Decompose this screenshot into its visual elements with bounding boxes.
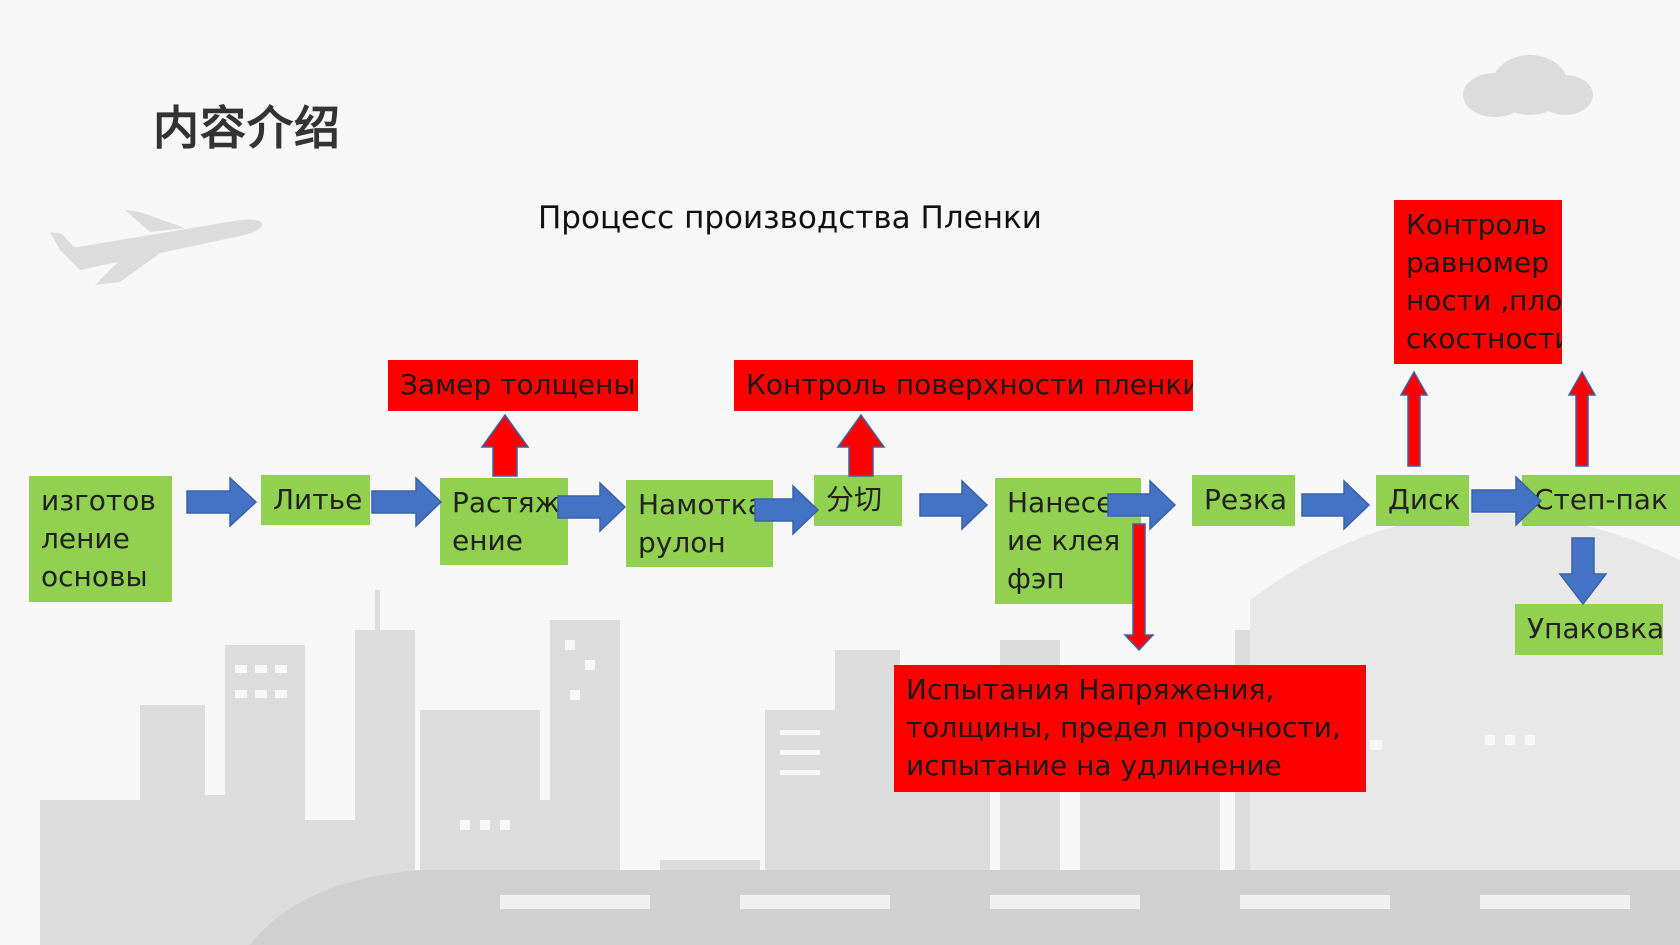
step-packing: Упаковка <box>1515 604 1663 655</box>
check-thickness: Замер толщены <box>388 360 638 411</box>
arrow-down-icon <box>1558 537 1608 606</box>
check-tests: Испытания Напряжения, толщины, предел пр… <box>894 665 1366 792</box>
arrow-up-icon <box>480 413 530 477</box>
step-slitting: 分切 <box>814 475 902 526</box>
check-surface: Контроль поверхности пленки <box>734 360 1193 411</box>
arrow-right-icon <box>557 481 627 533</box>
diagram-title: Процесс производства Пленки <box>538 200 1042 236</box>
arrow-right-icon <box>371 476 443 528</box>
airplane-icon <box>50 210 263 285</box>
step-cut: Резка <box>1192 475 1295 526</box>
step-casting: Литье <box>261 475 370 525</box>
arrow-right-icon <box>1301 479 1371 531</box>
building-windows <box>235 640 1535 830</box>
arrow-up-icon <box>1567 370 1597 467</box>
arrow-right-icon <box>1107 479 1177 531</box>
step-steppack: Степ-пак <box>1522 475 1680 526</box>
arrow-right-icon <box>919 479 989 531</box>
arrow-right-icon <box>1471 475 1543 527</box>
arrow-right-icon <box>754 484 820 536</box>
step-glue: Нанесе ие клея фэп <box>995 478 1141 604</box>
arrow-up-icon <box>1399 370 1429 467</box>
step-stretch: Растяж ение <box>440 478 568 565</box>
arrow-down-icon <box>1123 523 1155 652</box>
arrow-right-icon <box>186 476 258 528</box>
slide-title: 内容介绍 <box>153 101 341 155</box>
check-flatness: Контроль равномер ности ,пло скостности <box>1394 200 1562 364</box>
step-base: изготов ление основы <box>29 476 172 602</box>
arrow-up-icon <box>836 413 886 477</box>
cloud-icon <box>1463 55 1593 117</box>
step-winding: Намотка рулон <box>626 480 773 567</box>
train-icon <box>250 870 1680 945</box>
step-disk: Диск <box>1376 475 1469 526</box>
